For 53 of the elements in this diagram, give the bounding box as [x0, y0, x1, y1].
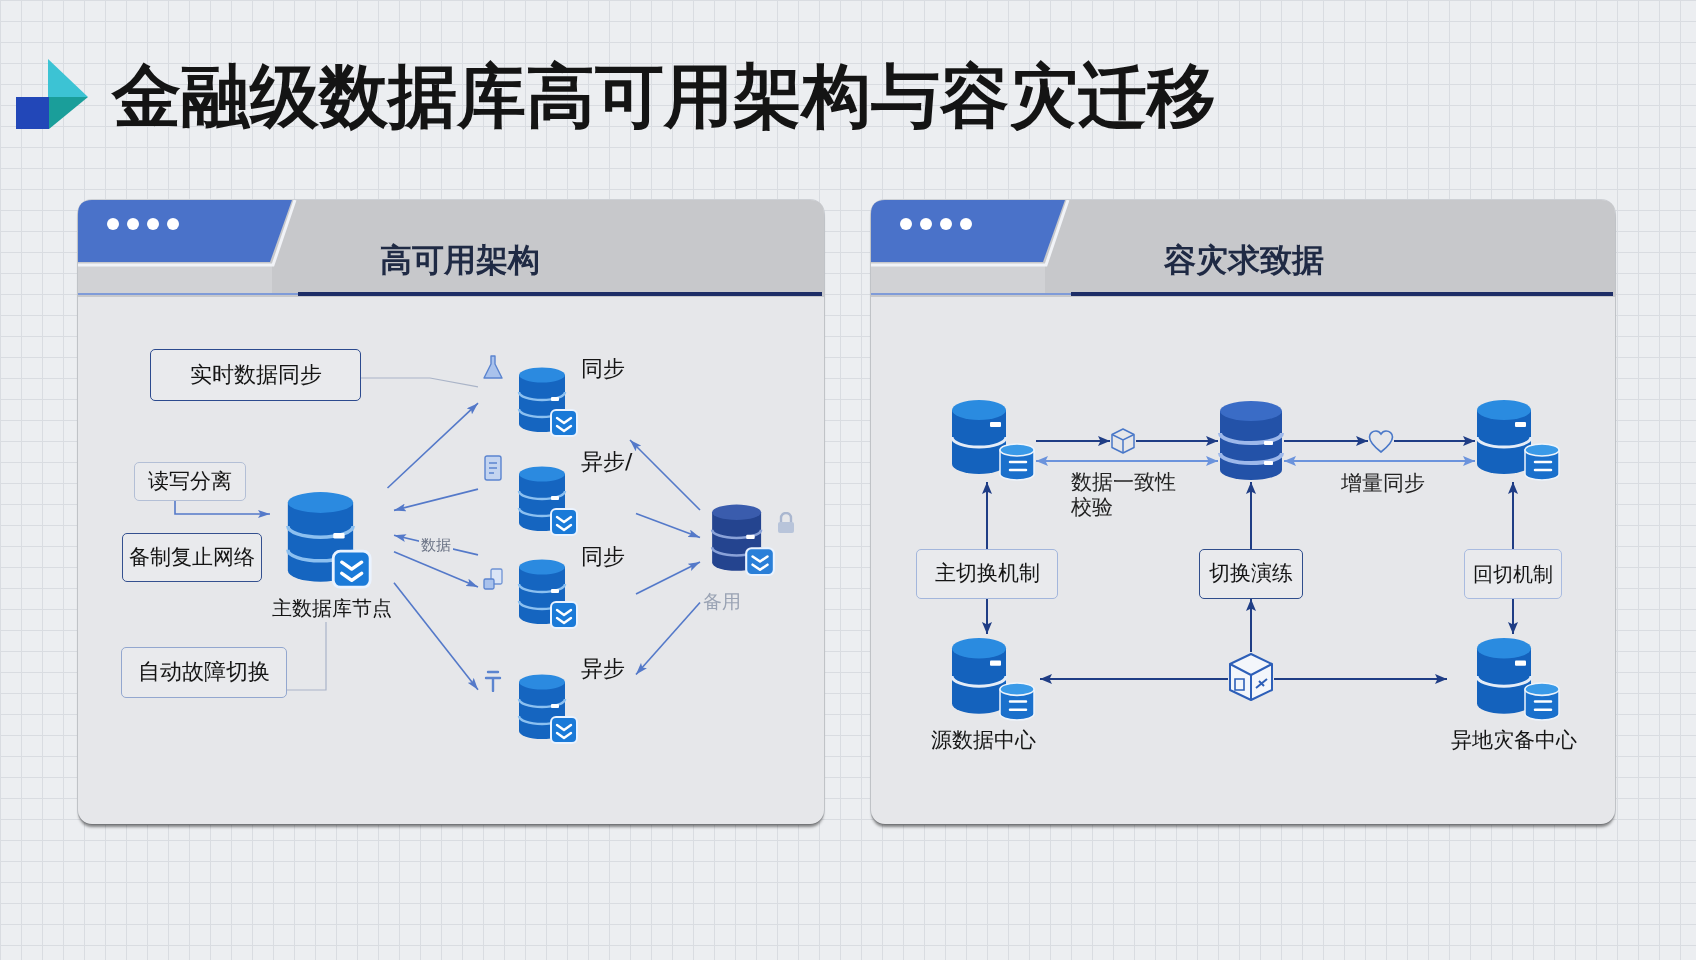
edge-label: 数据 [419, 536, 453, 555]
database-icon [1475, 398, 1561, 482]
feature-box: 读写分离 [134, 462, 246, 501]
node-label: 源数据中心 [929, 728, 1037, 754]
arrow [393, 488, 479, 512]
node-label: 备用 [703, 590, 741, 613]
node-label: 异步/ [581, 449, 633, 476]
cube-icon [1110, 428, 1136, 454]
feature-box: 备制复止网络 [122, 533, 262, 582]
arrow [982, 598, 992, 635]
window-panel [871, 200, 1615, 824]
window-panel [78, 200, 824, 824]
panel-title: 高可用架构 [380, 240, 540, 280]
arrow [1508, 598, 1518, 635]
arrow [635, 561, 701, 595]
node-label: 异地灾备中心 [1450, 728, 1578, 754]
connector-line [360, 377, 479, 388]
database-icon [1218, 400, 1284, 482]
arrow [1039, 674, 1229, 684]
arrow [393, 582, 479, 691]
arrow [982, 481, 992, 550]
arrow [635, 601, 701, 676]
cube-icon [1228, 652, 1274, 702]
feature-box: 回切机制 [1464, 549, 1562, 599]
feature-box: 主切换机制 [916, 549, 1058, 599]
arrow [1283, 436, 1369, 446]
feature-box: 切换演练 [1199, 549, 1303, 599]
edge-label: 增量同步 [1339, 471, 1427, 497]
heart-icon [1368, 428, 1394, 454]
page-title: 金融级数据库高可用架构与容灾迁移 [112, 60, 1216, 133]
arrow [393, 551, 479, 588]
arrow [1135, 436, 1219, 446]
arrow [1246, 598, 1256, 653]
node-label: 同步 [581, 356, 625, 383]
connector-line [286, 621, 327, 691]
arrow [1273, 674, 1448, 684]
panel-title: 容灾求致据 [1164, 240, 1324, 280]
arrow [1283, 456, 1476, 466]
database-icon [950, 398, 1036, 482]
arrow [635, 512, 701, 539]
arrow [174, 500, 271, 518]
arrow [386, 402, 479, 489]
arrow [629, 439, 701, 511]
arrow [1246, 481, 1256, 550]
arrow [1508, 481, 1518, 550]
node-label: 同步 [581, 544, 625, 571]
arrow [1035, 436, 1111, 446]
feature-box: 自动故障切换 [121, 647, 287, 698]
node-label: 主数据库节点 [271, 596, 393, 620]
arrow [1035, 456, 1219, 466]
node-label: 异步 [581, 656, 625, 683]
arrow [1393, 436, 1476, 446]
feature-box: 实时数据同步 [150, 349, 361, 401]
